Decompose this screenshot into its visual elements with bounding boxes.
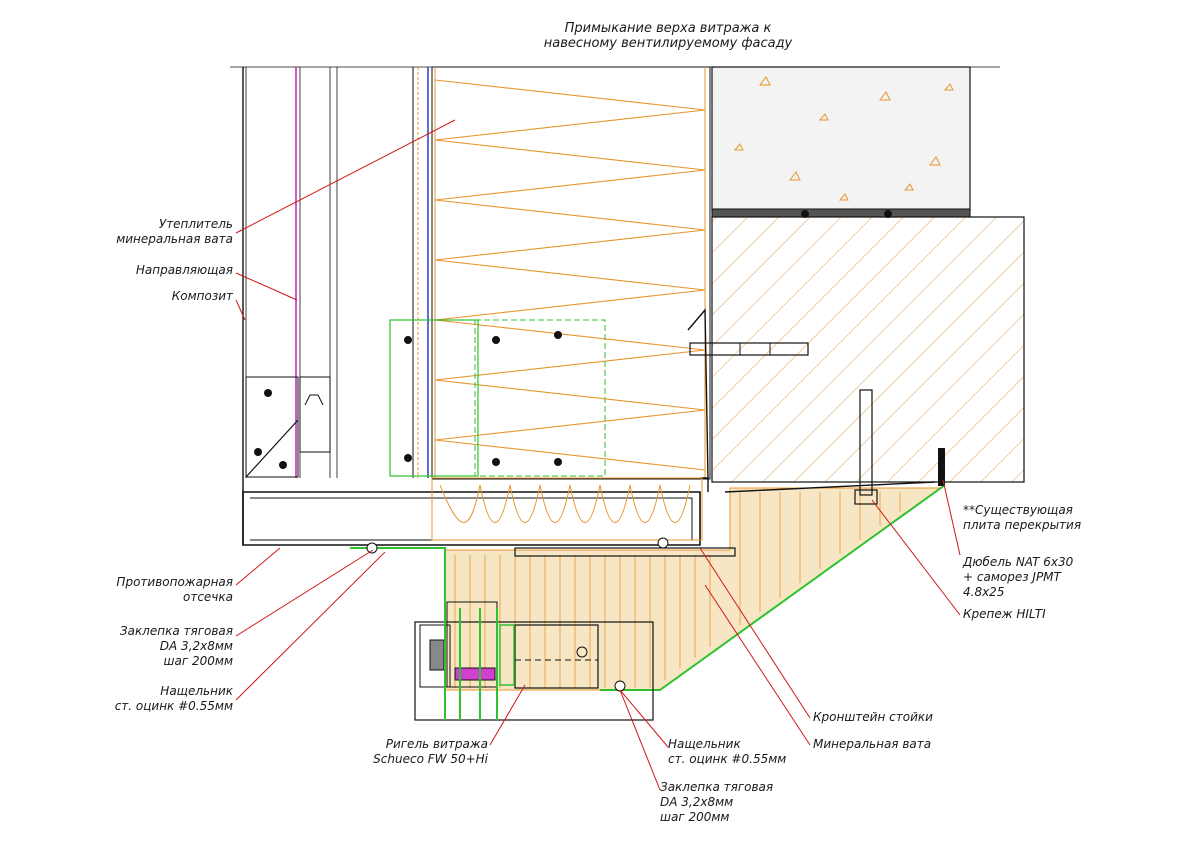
label-transom-line2: Schueco FW 50+Hi [373, 752, 488, 766]
label-guide: Направляющая [136, 263, 233, 277]
head-frame-profile [242, 491, 701, 546]
label-fire-barrier-line1: Противопожарная [116, 575, 233, 589]
bolts [404, 331, 562, 466]
label-hilti: Крепеж HILTI [963, 607, 1046, 621]
label-bracket: Кронштейн стойки [813, 710, 933, 724]
label-dowel-line3: 4.8х25 [963, 585, 1004, 599]
label-fire-barrier-line2: отсечка [183, 590, 233, 604]
bracket-plate [389, 319, 479, 477]
anchor-bolt [689, 342, 809, 356]
label-transom-line1: Ригель витража [386, 737, 488, 751]
dowel [938, 448, 945, 486]
floor-slab [711, 216, 1025, 483]
flashing-upper [350, 547, 446, 625]
label-insulation-line2: минеральная вата [116, 232, 233, 246]
insulation-lower [431, 477, 703, 541]
insulation-upper [431, 66, 711, 480]
insulation-zigzag [434, 79, 706, 471]
concrete-wall [711, 66, 971, 212]
label-slab-line1: **Существующая [963, 503, 1073, 517]
label-flashing-left-line2: ст. оцинк #0.55мм [115, 699, 233, 713]
label-rivet-left-line2: DA 3,2х8мм [160, 639, 233, 653]
label-rivet-mid-line2: DA 3,2х8мм [660, 795, 733, 809]
label-flashing-mid-line1: Нащельник [668, 737, 741, 751]
label-rivet-left-line1: Заклепка тяговая [120, 624, 233, 638]
label-dowel-line2: + саморез JPMT [963, 570, 1063, 584]
label-slab-line2: плита перекрытия [963, 518, 1081, 532]
label-insulation-line1: Утеплитель [159, 217, 233, 231]
label-rivet-left-line3: шаг 200мм [164, 654, 233, 668]
drawing-title-line1: Примыкание верха витража к [565, 21, 772, 36]
label-rivet-mid-line1: Заклепка тяговая [660, 780, 773, 794]
transom-profile [414, 621, 654, 721]
label-dowel-line1: Дюбель NAT 6х30 [962, 555, 1074, 569]
label-mineral-wool: Минеральная вата [813, 737, 931, 751]
aggregate-marks [733, 76, 954, 201]
label-flashing-mid-line2: ст. оцинк #0.55мм [668, 752, 786, 766]
drawing-title-line2: навесному вентилируемому фасаду [544, 36, 793, 51]
label-composite: Композит [172, 289, 234, 303]
label-flashing-left-line1: Нащельник [160, 684, 233, 698]
waterproofing-layer [711, 208, 971, 218]
label-rivet-mid-line3: шаг 200мм [660, 810, 729, 824]
